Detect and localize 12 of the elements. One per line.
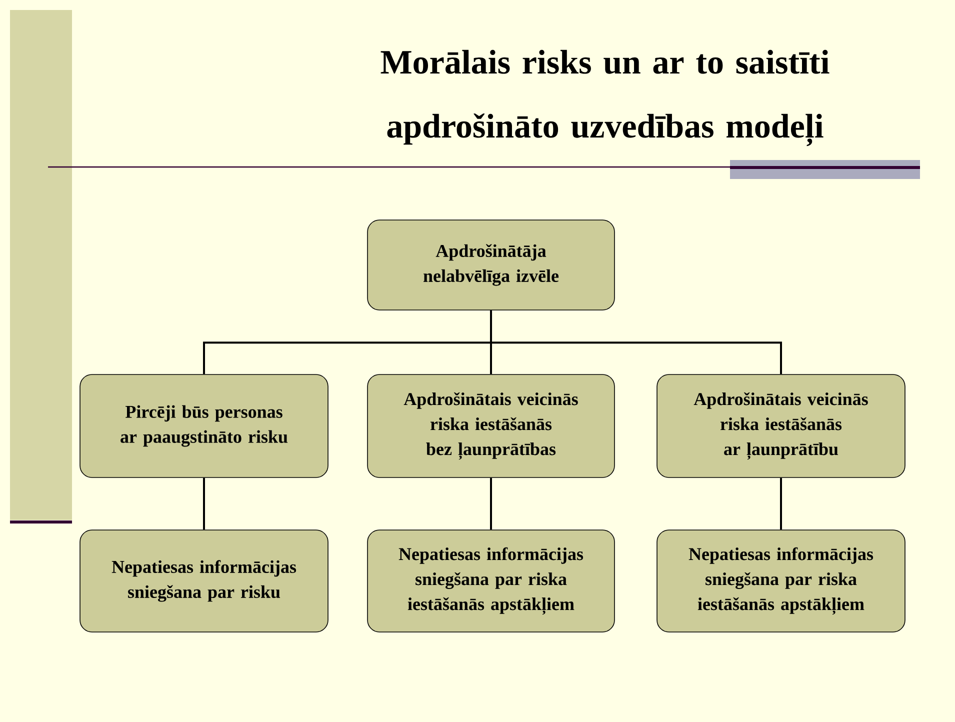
process-box: Apdrošinātais veicinās riska iestāšanās bez ļaunprātības bbox=[367, 374, 615, 478]
title: Morālais risks un ar to saistīti apdrošināto uzvedības modeļi bbox=[380, 50, 830, 146]
connector-line bbox=[780, 478, 782, 530]
process-box: Apdrošinātais veicinās riska iestāšanās ar ļaunprātību bbox=[656, 374, 906, 478]
process-box: Pircēji būs personas ar paaugstināto risku bbox=[80, 374, 328, 478]
process-box: Nepatiesas informācijas sniegšana par risku bbox=[80, 530, 328, 632]
connector-line bbox=[203, 478, 205, 530]
connector-line bbox=[490, 310, 782, 374]
process-box: Nepatiesas informācijas sniegšana par riska iestāšanās apstākļiem bbox=[367, 530, 615, 632]
connector-line bbox=[490, 478, 492, 530]
process-box: Apdrošinātāja nelabvēlīga izvēle bbox=[367, 220, 615, 310]
process-box: Nepatiesas informācijas sniegšana par riska iestāšanās apstākļiem bbox=[656, 530, 906, 632]
